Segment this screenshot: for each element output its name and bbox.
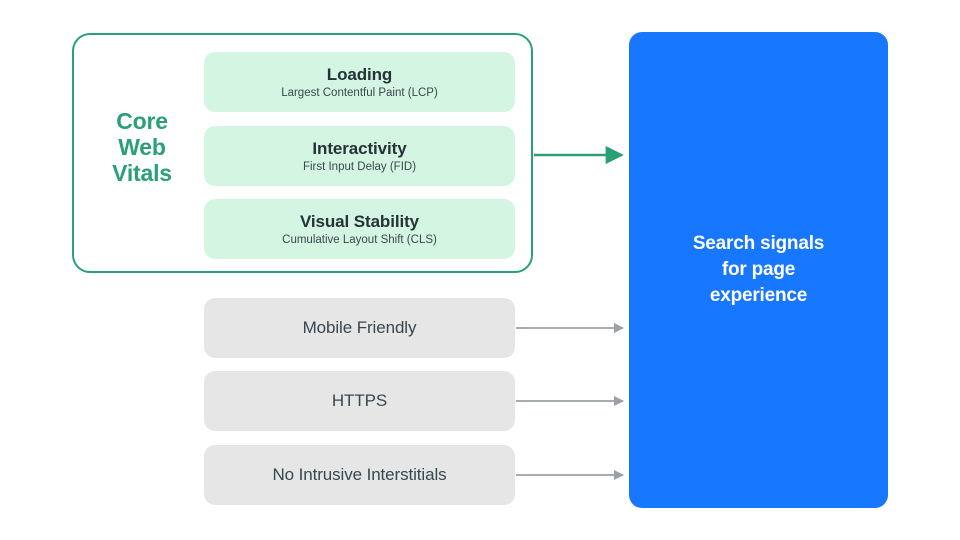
core-web-vitals-label-line-1: Core [116,108,168,134]
core-web-vitals-label-line-3: Vitals [112,160,172,186]
search-signals-destination-box: Search signals for page experience [629,32,888,508]
vital-card-interactivity: Interactivity First Input Delay (FID) [204,126,515,186]
signal-card-mobile-friendly: Mobile Friendly [204,298,515,358]
vital-card-title: Visual Stability [299,211,420,231]
vital-card-subtitle: Cumulative Layout Shift (CLS) [282,233,437,246]
core-web-vitals-group [72,33,533,273]
destination-text-line-1: Search signals [692,233,825,254]
signal-card-label: HTTPS [331,391,388,410]
signal-card-no-intrusive-interstitials: No Intrusive Interstitials [204,445,515,505]
vital-card-title: Loading [326,64,393,84]
signal-card-label: No Intrusive Interstitials [272,465,447,484]
vital-card-subtitle: First Input Delay (FID) [302,160,417,173]
vital-card-subtitle: Largest Contentful Paint (LCP) [281,86,438,99]
vital-card-visual-stability: Visual Stability Cumulative Layout Shift… [204,199,515,259]
core-web-vitals-group-label: Core Web Vitals [90,108,194,186]
destination-text-line-3: experience [709,285,808,306]
signal-card-label: Mobile Friendly [302,318,417,337]
vital-card-loading: Loading Largest Contentful Paint (LCP) [204,52,515,112]
destination-text-line-2: for page [721,259,796,280]
vital-card-title: Interactivity [312,138,407,158]
signal-card-https: HTTPS [204,371,515,431]
destination-box-text: Search signals for page experience [679,231,838,309]
core-web-vitals-label-line-2: Web [118,134,166,160]
